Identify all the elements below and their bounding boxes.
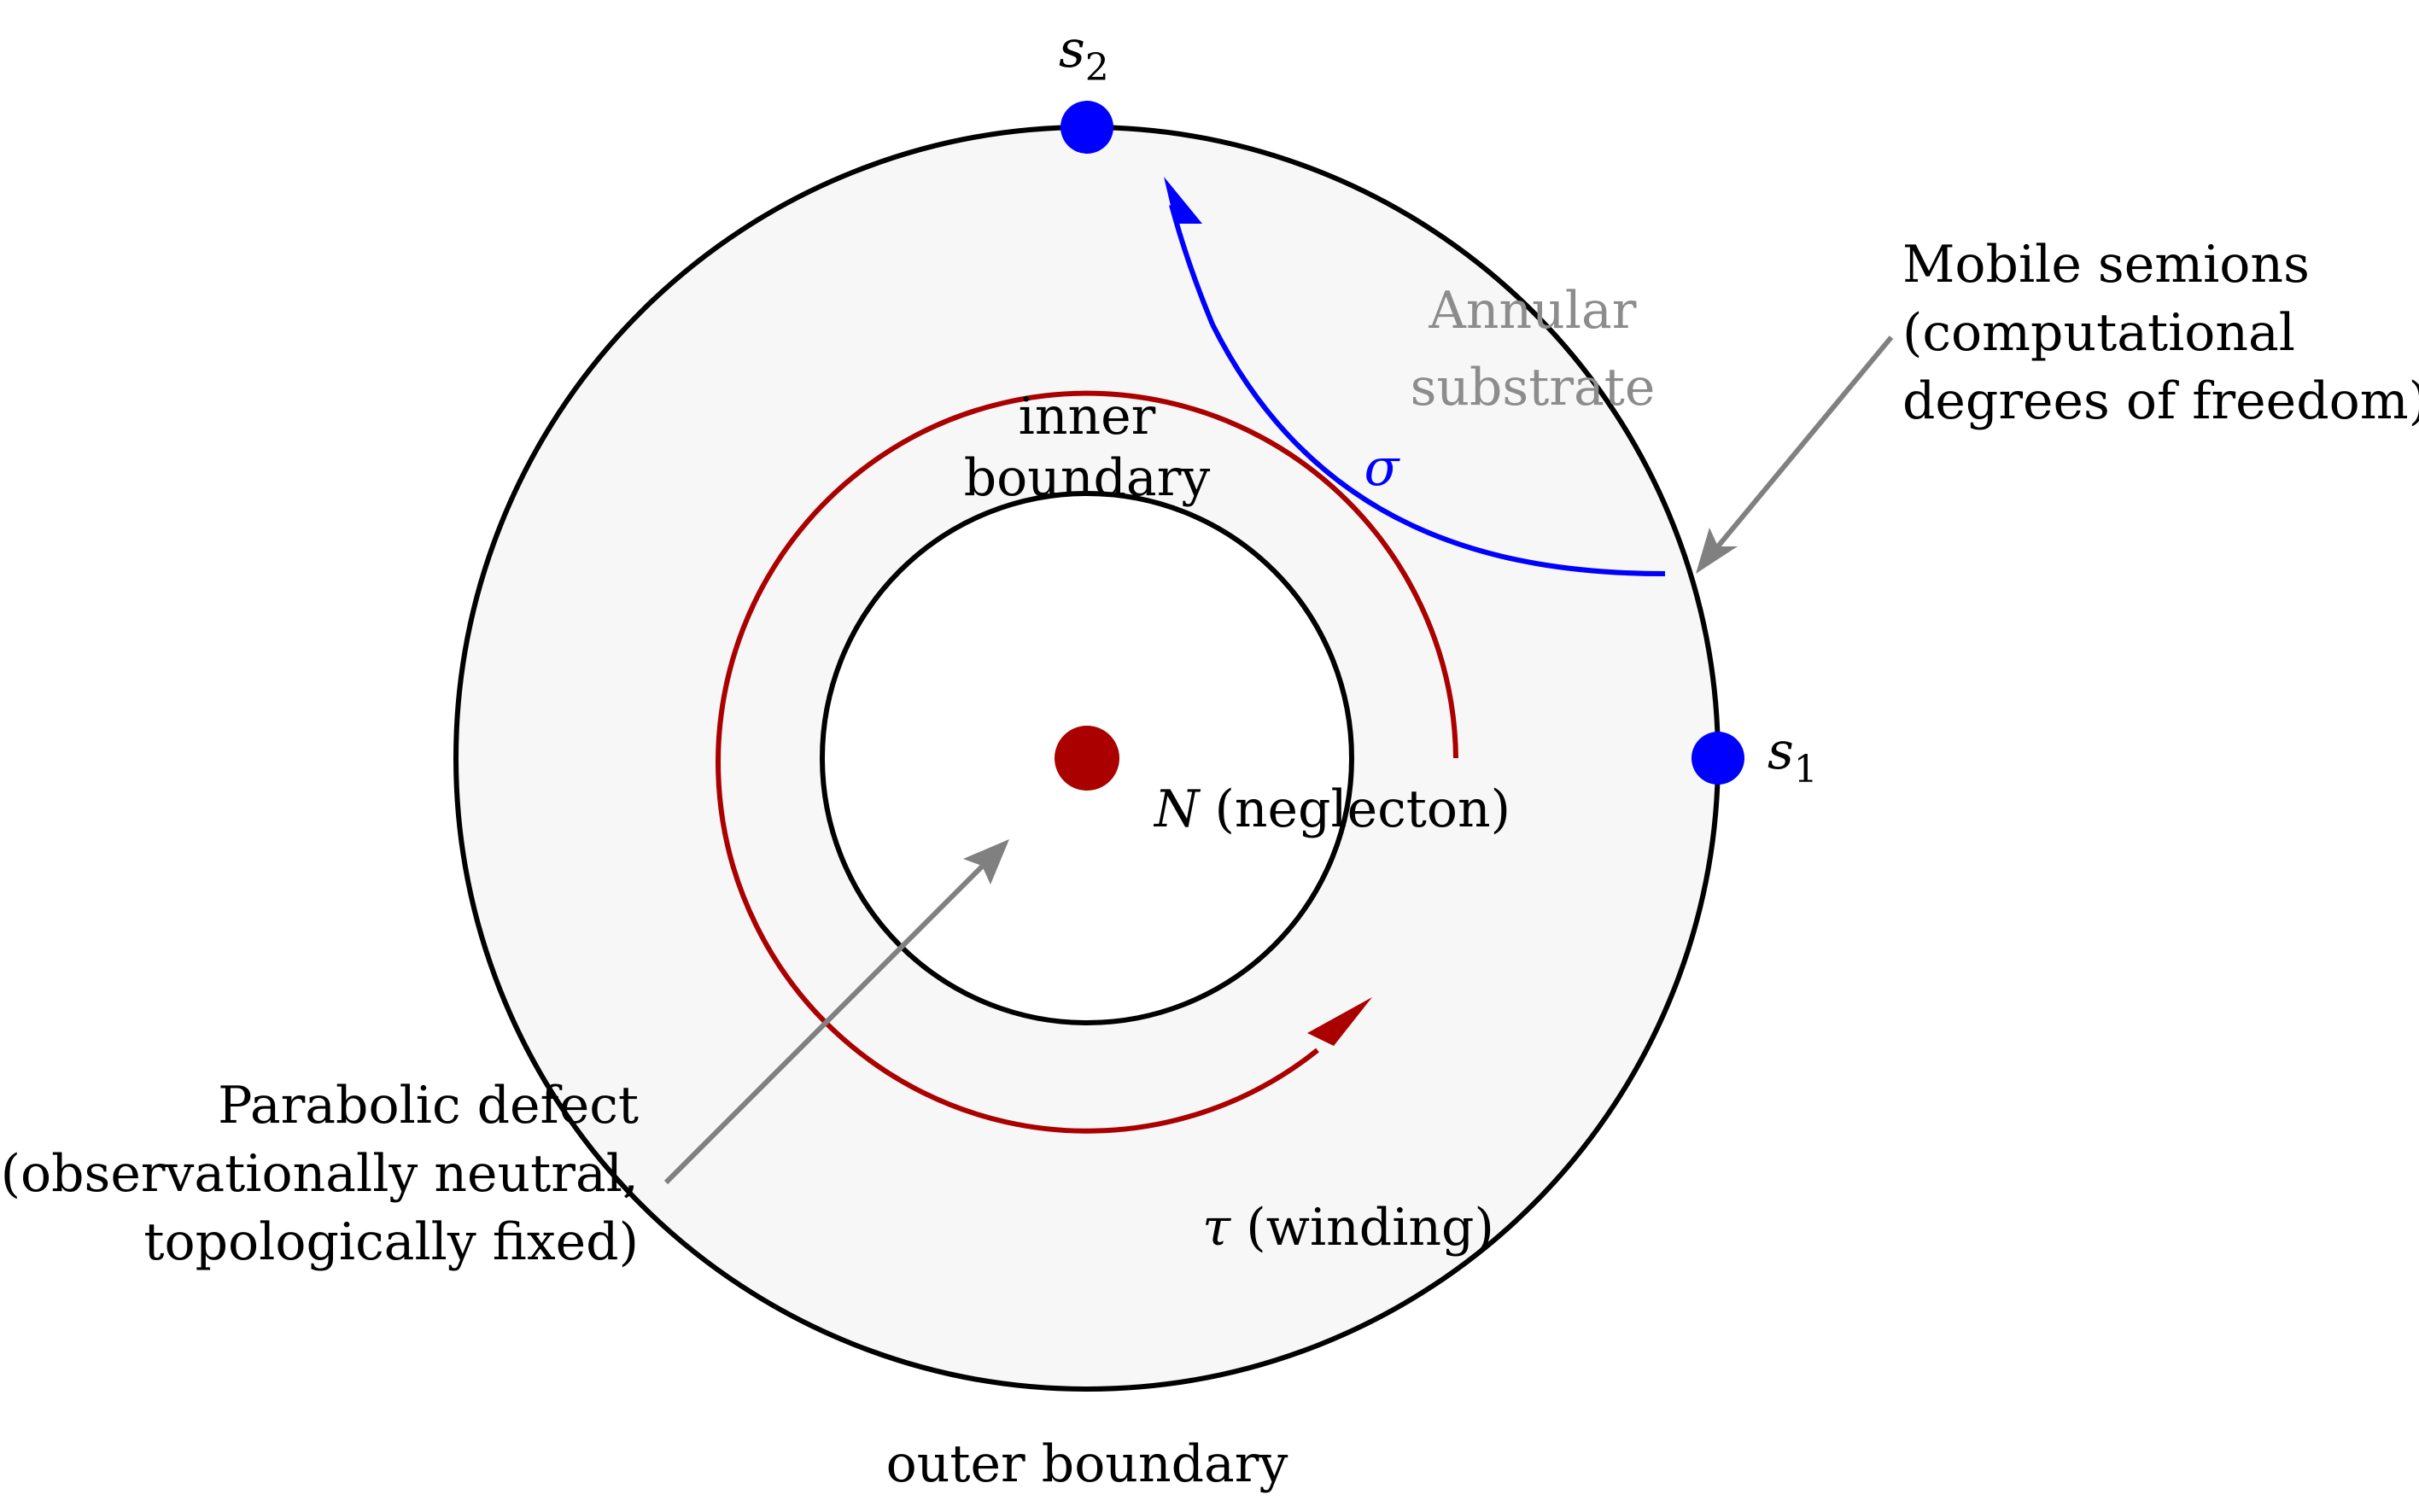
annular-substrate-label-1: Annular bbox=[1429, 281, 1637, 341]
semion-s2 bbox=[1061, 101, 1113, 154]
sigma-label: σ bbox=[1364, 438, 1401, 498]
s1-label: s1 bbox=[1768, 721, 1818, 791]
winding-arrowhead bbox=[1307, 997, 1372, 1046]
s2-label: s2 bbox=[1059, 20, 1109, 90]
semion-s1 bbox=[1692, 732, 1744, 785]
parabolic-arrowhead bbox=[963, 839, 1009, 884]
mobile-semions-label-2: (computational bbox=[1902, 303, 2295, 363]
mobile-semions-label-3: degrees of freedom) bbox=[1902, 371, 2419, 431]
mobile-semions-pointer bbox=[1707, 336, 1894, 558]
neglecton-dot bbox=[1055, 726, 1119, 791]
sigma-arrow-end bbox=[1169, 204, 1215, 326]
annular-substrate-label-2: substrate bbox=[1411, 358, 1656, 417]
mobile-semions-label-1: Mobile semions bbox=[1902, 235, 2310, 295]
winding-arc bbox=[716, 390, 1458, 1134]
sigma-arrowhead bbox=[1164, 177, 1202, 253]
outer-boundary-label: outer boundary bbox=[886, 1434, 1288, 1494]
parabolic-defect-label-1: Parabolic defect bbox=[218, 1076, 639, 1135]
mobile-semions-arrowhead bbox=[1696, 528, 1738, 574]
inner-boundary-label-1: inner bbox=[1019, 387, 1156, 447]
neglecton-label: N(neglecton) bbox=[1153, 779, 1510, 839]
winding-label: τ(winding) bbox=[1202, 1198, 1494, 1258]
parabolic-pointer bbox=[663, 851, 997, 1185]
parabolic-defect-label-3: topologically fixed) bbox=[143, 1212, 639, 1272]
parabolic-defect-label-2: (observationally neutral, bbox=[1, 1144, 639, 1204]
inner-boundary-label-2: boundary bbox=[964, 448, 1211, 508]
sigma-path bbox=[1210, 323, 1666, 576]
